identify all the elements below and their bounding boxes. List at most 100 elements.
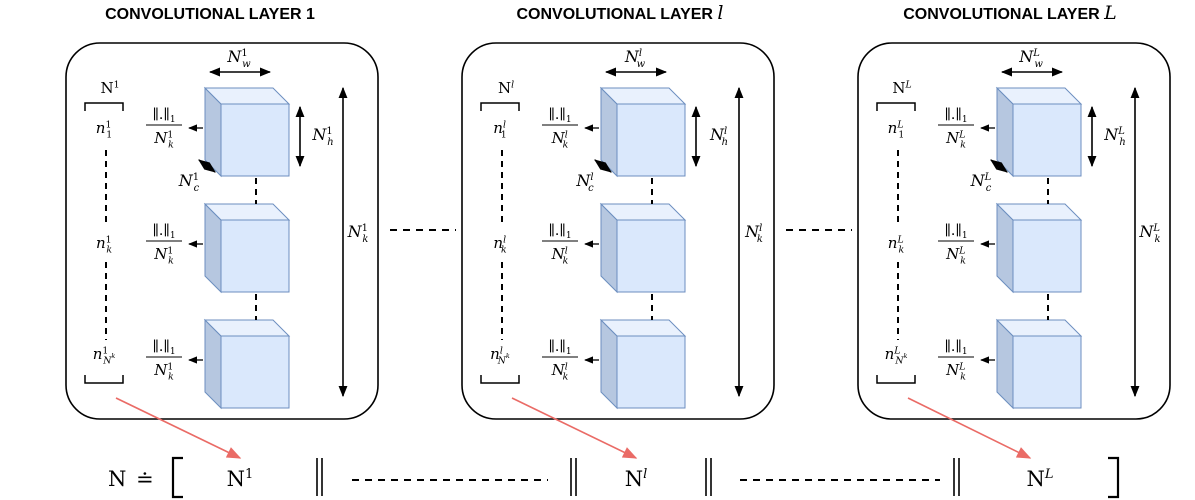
layer-L-title-var: L: [1103, 2, 1117, 24]
concatenation-equation: N ≐ N1 Nl NL: [108, 456, 1120, 499]
cube-front-face: [1012, 335, 1082, 409]
equation-term-l: Nl: [625, 467, 648, 491]
norm-numerator: ∥.∥1: [944, 223, 967, 241]
norm-numerator: ∥.∥1: [548, 223, 571, 241]
red-mapping-arrow: [907, 397, 1032, 459]
left-bracket: [171, 456, 183, 499]
panel-frame: [461, 42, 775, 420]
equation-lhs-N: N: [108, 467, 126, 491]
layer-l-title-var: l: [717, 2, 723, 24]
filter-cube-2: [995, 202, 1083, 294]
concat-bars: [316, 458, 960, 496]
filter-cube-1: [203, 86, 291, 178]
vector-bottom-bracket: [480, 375, 520, 384]
cube-front-face: [616, 103, 686, 177]
vector-top-bracket: [876, 102, 916, 111]
vector-bottom-bracket: [84, 375, 124, 384]
equation-equals: ≐: [136, 467, 154, 491]
red-mapping-arrow: [115, 397, 242, 459]
layer-L-title: CONVOLUTIONAL LAYER L: [903, 2, 1117, 24]
vector-top-bracket: [84, 102, 124, 111]
layer-1-title: CONVOLUTIONAL LAYER 1: [105, 6, 315, 23]
norm-numerator: ∥.∥1: [944, 107, 967, 125]
vector-bottom-bracket: [876, 375, 916, 384]
vector-name: NL: [892, 79, 911, 97]
channel-arrow: [198, 159, 216, 173]
layer-l-title: CONVOLUTIONAL LAYER l: [517, 2, 724, 24]
norm-numerator: ∥.∥1: [152, 107, 175, 125]
norm-numerator: ∥.∥1: [548, 107, 571, 125]
norm-numerator: ∥.∥1: [548, 339, 571, 357]
channel-arrow: [990, 159, 1008, 173]
cube-front-face: [616, 335, 686, 409]
equation-term-1: N1: [227, 467, 254, 491]
filter-cube-2: [599, 202, 687, 294]
cube-front-face: [616, 219, 686, 293]
filter-cube-1: [995, 86, 1083, 178]
red-mapping-arrow: [511, 397, 638, 459]
channel-arrow: [594, 159, 612, 173]
layer-L-title-prefix: CONVOLUTIONAL LAYER: [903, 6, 1104, 23]
norm-numerator: ∥.∥1: [152, 223, 175, 241]
cube-front-face: [220, 219, 290, 293]
vector-top-bracket: [480, 102, 520, 111]
vector-name: Nl: [498, 79, 514, 97]
cube-front-face: [1012, 219, 1082, 293]
norm-numerator: ∥.∥1: [152, 339, 175, 357]
filter-cube-2: [203, 202, 291, 294]
layer-l-title-prefix: CONVOLUTIONAL LAYER: [517, 6, 718, 23]
filter-cube-3: [203, 318, 291, 410]
vector-name: N1: [100, 79, 119, 97]
panel-frame: [857, 42, 1171, 420]
equation-term-L: NL: [1026, 467, 1053, 491]
filter-cube-3: [995, 318, 1083, 410]
right-bracket: [1108, 456, 1120, 499]
norm-numerator: ∥.∥1: [944, 339, 967, 357]
panel-frame: [65, 42, 379, 420]
filter-cube-1: [599, 86, 687, 178]
cube-front-face: [220, 103, 290, 177]
